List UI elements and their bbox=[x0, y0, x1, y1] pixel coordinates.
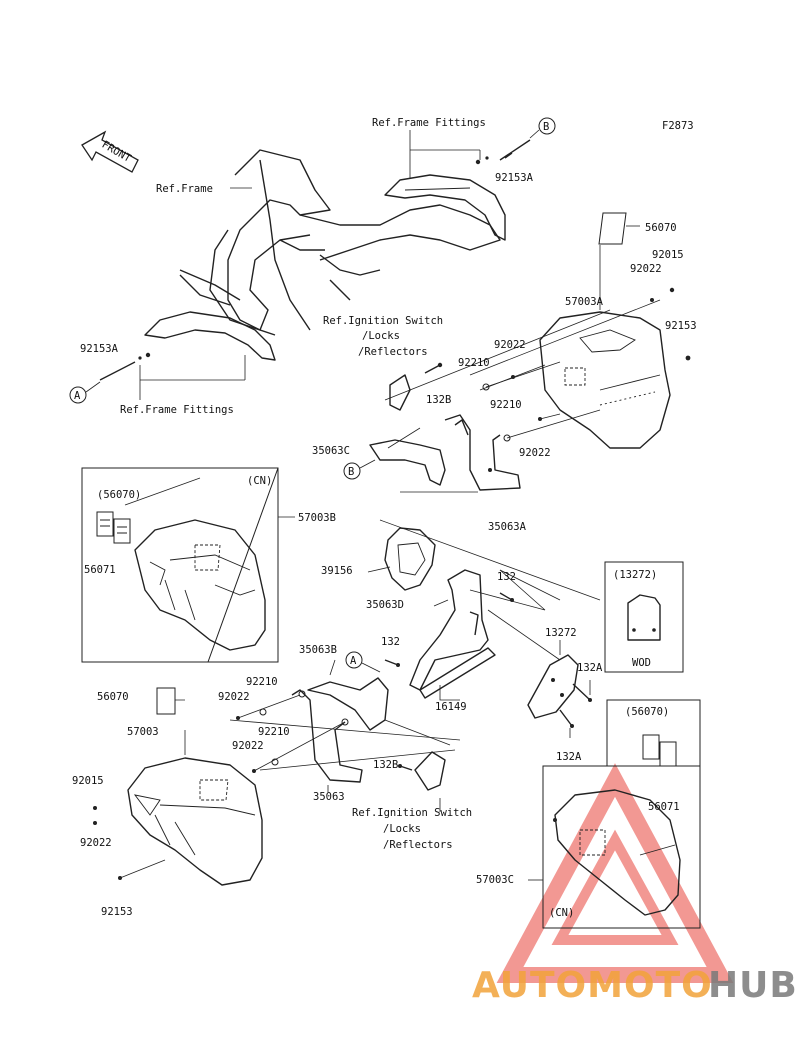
part-92153-left: 92153 bbox=[101, 906, 133, 918]
part-132-a: 132 bbox=[497, 571, 516, 583]
part-92022-left-2: 92022 bbox=[232, 740, 264, 752]
label-ref-ignition-2-line2: /Locks bbox=[383, 823, 421, 835]
part-56070-cn-top: (56070) bbox=[97, 489, 141, 501]
part-92210-left-2: 92210 bbox=[258, 726, 290, 738]
part-132A-2: 132A bbox=[556, 751, 582, 763]
rear-fender-fittings-top bbox=[384, 174, 506, 241]
saddlebag-57003 bbox=[127, 687, 263, 886]
backrest-pad-39156 bbox=[367, 527, 436, 591]
part-92022-right-1: 92022 bbox=[630, 263, 662, 275]
callout-A-left: A bbox=[69, 381, 101, 404]
callout-B-top: B bbox=[529, 117, 556, 139]
fasteners-right bbox=[482, 287, 691, 442]
part-13272: 13272 bbox=[545, 627, 577, 639]
part-35063D: 35063D bbox=[366, 599, 404, 611]
part-56071-cn-bottom: 56071 bbox=[648, 801, 680, 813]
part-35063: 35063 bbox=[313, 791, 345, 803]
bolt-92153A-top bbox=[475, 139, 531, 165]
figure-code: F2873 bbox=[662, 120, 694, 132]
svg-text:B: B bbox=[543, 121, 549, 133]
labels-layer: F2873 Ref.Frame Fittings Ref.Frame 92153… bbox=[72, 117, 697, 919]
svg-text:A: A bbox=[74, 390, 81, 402]
part-57003B: 57003B bbox=[298, 512, 336, 524]
leader-frame-fittings-left bbox=[139, 355, 246, 400]
part-57003A: 57003A bbox=[565, 296, 604, 308]
part-16149: 16149 bbox=[435, 701, 467, 713]
label-ref-ignition-1-line1: Ref.Ignition Switch bbox=[323, 315, 443, 327]
part-57003C: 57003C bbox=[476, 874, 514, 886]
svg-text:A: A bbox=[350, 655, 357, 667]
support-stay-35063A-C bbox=[369, 414, 521, 493]
label-56070-right-sticker bbox=[598, 212, 640, 245]
label-ref-frame-fittings-top: Ref.Frame Fittings bbox=[372, 117, 486, 129]
part-132A-1: 132A bbox=[577, 662, 603, 674]
watermark-text: AUTOMOTO HUB bbox=[472, 965, 798, 1006]
leader-frame-fittings-top bbox=[409, 130, 481, 178]
watermark-logo-graphic bbox=[496, 763, 734, 983]
assembly-lines bbox=[229, 299, 661, 771]
watermark-part2: HUB bbox=[708, 965, 798, 1006]
callout-A-mid: A bbox=[345, 651, 381, 673]
part-92022-right-2: 92022 bbox=[494, 339, 526, 351]
part-92153A-left: 92153A bbox=[80, 343, 119, 355]
front-arrow-icon: FRONT bbox=[81, 130, 139, 173]
part-92022-right-3: 92022 bbox=[519, 447, 551, 459]
label-ref-ignition-2-line3: /Reflectors bbox=[383, 839, 453, 851]
label-ref-ignition-1-line3: /Reflectors bbox=[358, 346, 428, 358]
svg-text:B: B bbox=[348, 466, 354, 478]
bracket-ref-ignition-bottom bbox=[398, 751, 446, 812]
box-57003B-cn bbox=[81, 467, 279, 663]
saddlebag-57003A bbox=[539, 311, 671, 449]
label-wod: WOD bbox=[632, 657, 651, 669]
label-cn-bottom: (CN) bbox=[549, 907, 574, 919]
label-ref-ignition-1-line2: /Locks bbox=[362, 330, 400, 342]
part-92022-left-3: 92022 bbox=[80, 837, 112, 849]
label-ref-frame-fittings-left: Ref.Frame Fittings bbox=[120, 404, 234, 416]
backrest-frame-35063D bbox=[409, 569, 496, 701]
plate-13272 bbox=[527, 640, 592, 738]
part-92022-left-1: 92022 bbox=[218, 691, 250, 703]
part-56070-cn-bottom: (56070) bbox=[625, 706, 669, 718]
part-35063C: 35063C bbox=[312, 445, 350, 457]
part-57003: 57003 bbox=[127, 726, 159, 738]
leader-plate-line bbox=[469, 569, 561, 661]
part-92015-left: 92015 bbox=[72, 775, 104, 787]
part-92210-right-1: 92210 bbox=[458, 357, 490, 369]
box-57003C-cn bbox=[542, 699, 701, 929]
part-132B-bottom: 132B bbox=[373, 759, 398, 771]
frame-drawing bbox=[179, 149, 501, 336]
part-132B-top: 132B bbox=[426, 394, 451, 406]
front-fender-fittings-left bbox=[144, 311, 276, 361]
callout-B-mid: B bbox=[343, 459, 376, 480]
part-35063B: 35063B bbox=[299, 644, 337, 656]
label-ref-frame: Ref.Frame bbox=[156, 183, 213, 195]
box-wod bbox=[604, 561, 684, 673]
part-92153-right: 92153 bbox=[665, 320, 697, 332]
part-132-b: 132 bbox=[381, 636, 400, 648]
support-stay-35063B bbox=[291, 659, 451, 792]
part-35063A: 35063A bbox=[488, 521, 527, 533]
bracket-ref-ignition-top bbox=[389, 362, 443, 411]
part-92210-right-2: 92210 bbox=[490, 399, 522, 411]
label-cn-top: (CN) bbox=[247, 475, 272, 487]
bolt-92153A-left bbox=[99, 352, 151, 381]
part-92015-right: 92015 bbox=[652, 249, 684, 261]
label-ref-ignition-2-line1: Ref.Ignition Switch bbox=[352, 807, 472, 819]
part-92153A-top: 92153A bbox=[495, 172, 534, 184]
part-13272-wod: (13272) bbox=[613, 569, 657, 581]
part-39156: 39156 bbox=[321, 565, 353, 577]
part-56070-right: 56070 bbox=[645, 222, 677, 234]
part-56071-cn-top: 56071 bbox=[84, 564, 116, 576]
part-92210-left-1: 92210 bbox=[246, 676, 278, 688]
fasteners-left bbox=[93, 694, 346, 880]
part-56070-left: 56070 bbox=[97, 691, 129, 703]
watermark-part1: AUTOMOTO bbox=[472, 965, 713, 1006]
